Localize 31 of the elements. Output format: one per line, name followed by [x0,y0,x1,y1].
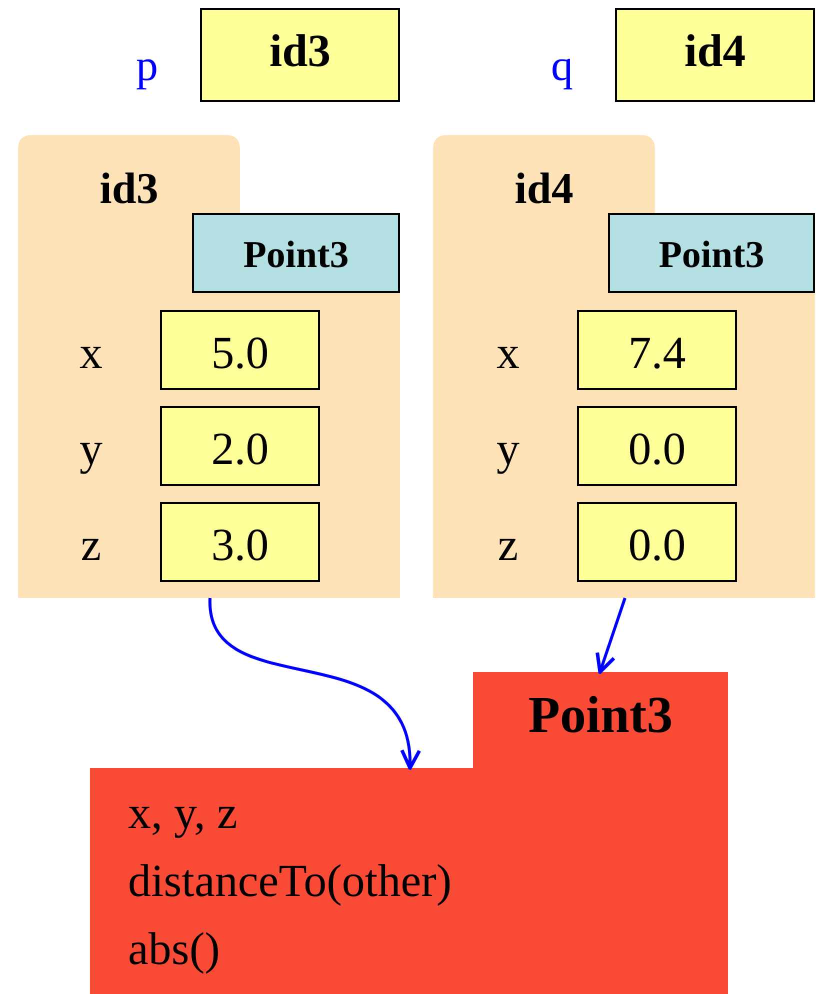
reference-id: id4 [683,24,747,77]
field-name: y [496,422,520,475]
field-name: z [496,518,520,571]
class-member: x, y, z [128,786,238,839]
object-id: id4 [514,163,574,214]
class-name: Point3 [527,686,674,745]
class-name: Point3 [658,233,766,277]
field-name: z [80,518,102,571]
field-name: x [496,326,520,379]
class-member: abs() [128,922,220,975]
field-name: y [78,422,104,475]
reference-arrow [596,598,626,674]
class-name: Point3 [242,233,350,277]
class-tag [608,213,815,293]
object-folder [18,135,400,598]
object-folder [433,135,815,598]
field-value: 0.0 [627,422,687,475]
reference-id: id3 [268,24,332,77]
class-tag [192,213,400,293]
field-name: x [78,326,104,379]
class-member: distanceTo(other) [128,854,452,907]
field-value: 2.0 [210,422,270,475]
field-value: 0.0 [627,518,687,571]
field-value: 3.0 [210,518,270,571]
variable-name: q [550,40,574,91]
variable-name: p [135,40,159,91]
class-folder [90,672,728,994]
object-id: id3 [98,163,160,214]
reference-arrow [208,598,419,770]
field-value: 5.0 [210,326,270,379]
field-value: 7.4 [627,326,687,379]
